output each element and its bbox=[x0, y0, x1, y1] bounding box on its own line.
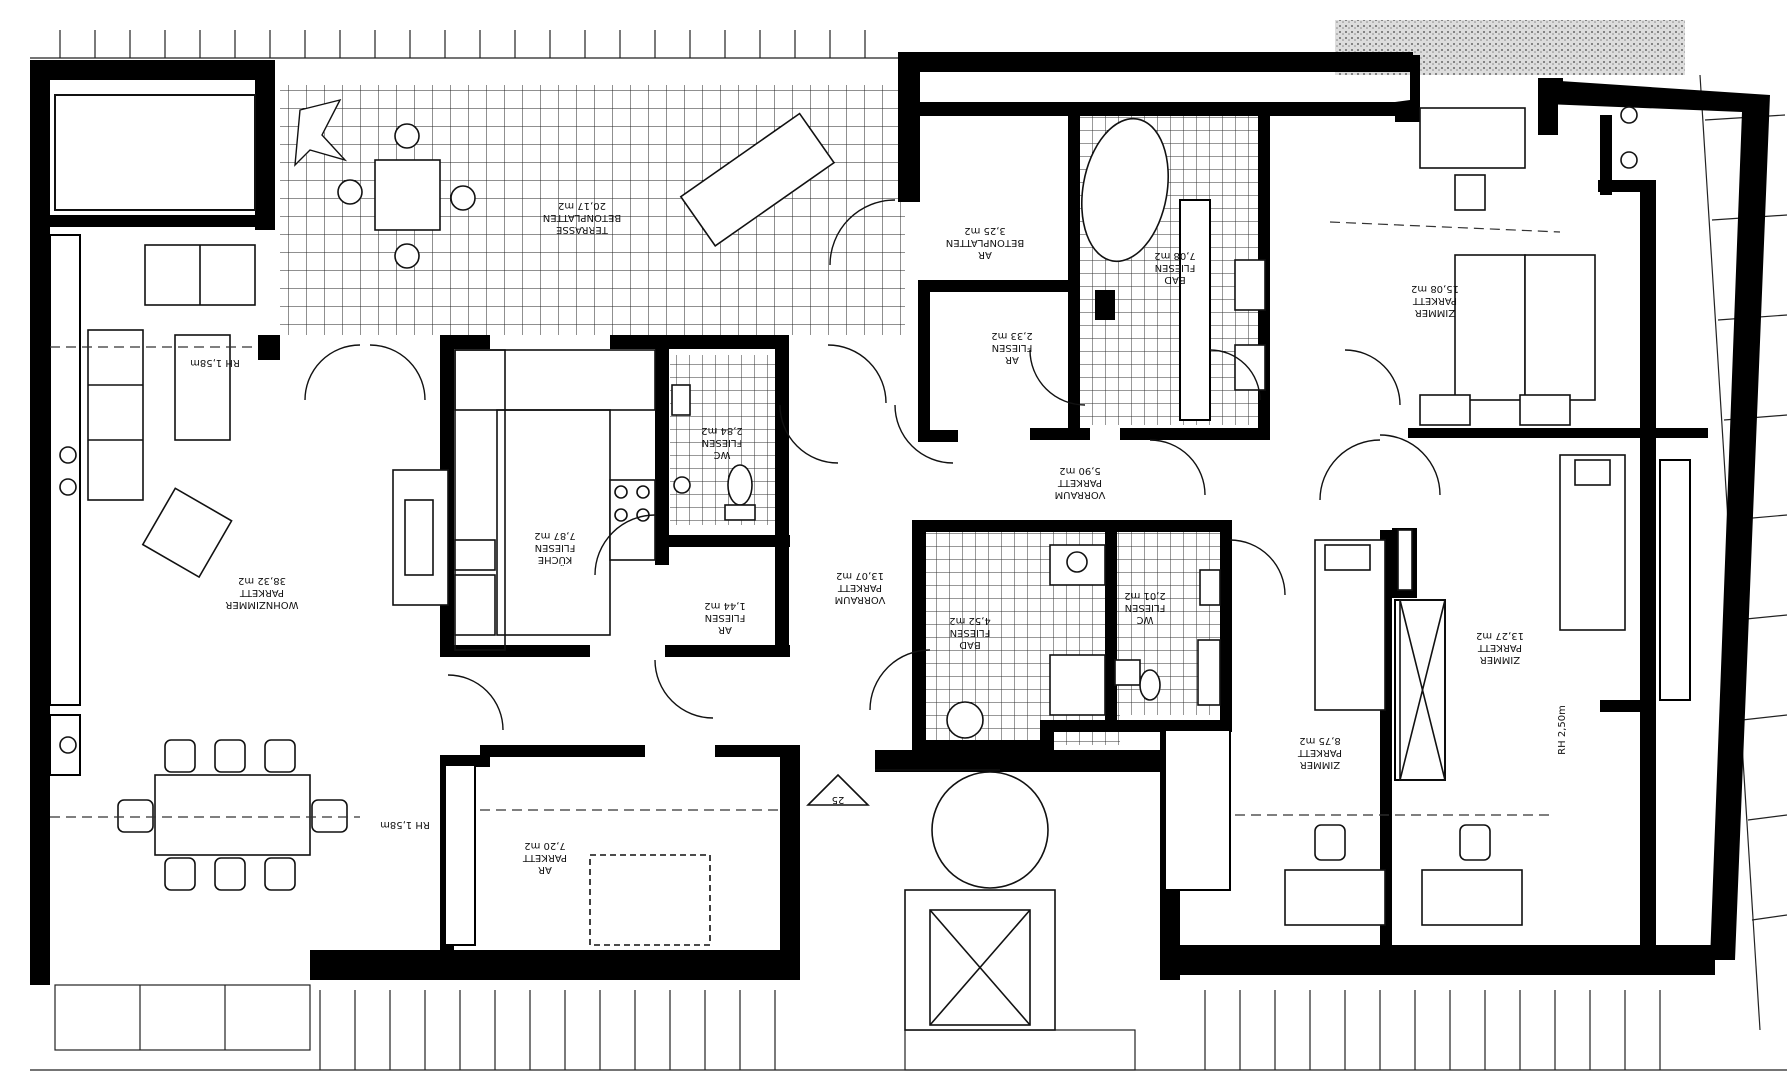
stair-mark: 25 bbox=[832, 794, 845, 805]
room-floor: PARKETT bbox=[1057, 477, 1102, 488]
label-ar-fliesen-small: AR FLIESEN 1,44 m2 bbox=[704, 600, 746, 635]
room-floor: FLIESEN bbox=[702, 437, 743, 448]
room-name: AR bbox=[1005, 354, 1019, 365]
room-area: 20,17 m2 bbox=[558, 200, 606, 211]
room-area: 2,84 m2 bbox=[701, 425, 743, 436]
room-floor: FLIESEN bbox=[950, 627, 991, 638]
door-swings bbox=[304, 199, 1441, 731]
height-rh-living: RH 1,58m bbox=[190, 357, 240, 368]
room-floor: BETONPLATTEN bbox=[543, 212, 621, 223]
room-name: BAD bbox=[1164, 274, 1186, 285]
exterior-ticks bbox=[30, 30, 1787, 1071]
room-floor: FLIESEN bbox=[1155, 262, 1196, 273]
room-area: 4,52 m2 bbox=[949, 615, 991, 626]
height-labels: RH 1,58m RH 1,58m RH 2,50m bbox=[190, 357, 1568, 830]
room-area: 7,08 m2 bbox=[1154, 250, 1196, 261]
room-labels: WOHNZIMMER PARKETT 38,32 m2 KÜCHE FLIESE… bbox=[225, 200, 1524, 875]
room-name: AR bbox=[978, 249, 992, 260]
dashed-lines bbox=[50, 221, 1561, 818]
room-floor: PARKETT bbox=[522, 852, 567, 863]
walls bbox=[30, 52, 1770, 985]
room-floor: PARKETT bbox=[1412, 295, 1457, 306]
label-zimmer-right: ZIMMER PARKETT 13,27 m2 bbox=[1476, 630, 1524, 665]
height-rh-dining: RH 1,58m bbox=[380, 819, 430, 830]
room-floor: PARKETT bbox=[1477, 642, 1522, 653]
label-ar-fliesen-mid: AR FLIESEN 2,33 m2 bbox=[991, 330, 1033, 365]
room-name: ZIMMER bbox=[1300, 759, 1340, 770]
room-area: 7,87 m2 bbox=[534, 530, 576, 541]
height-rh-right: RH 2,50m bbox=[1557, 705, 1568, 755]
label-kueche: KÜCHE FLIESEN 7,87 m2 bbox=[534, 530, 576, 567]
room-area: 2,33 m2 bbox=[991, 330, 1033, 341]
room-name: WC bbox=[1137, 614, 1154, 625]
label-ar-betonplatten: AR BETONPLATTEN 3,25 m2 bbox=[946, 225, 1024, 260]
room-area: 13,27 m2 bbox=[1476, 630, 1524, 641]
room-floor: PARKETT bbox=[1297, 747, 1342, 758]
label-wohnzimmer: WOHNZIMMER PARKETT 38,32 m2 bbox=[225, 575, 298, 610]
label-vorraum-main: VORRAUM PARKETT 13,07 m2 bbox=[835, 570, 886, 605]
room-area: 1,44 m2 bbox=[704, 600, 746, 611]
room-floor: PARKETT bbox=[837, 582, 882, 593]
room-floor: BETONPLATTEN bbox=[946, 237, 1024, 248]
room-floor: FLIESEN bbox=[1125, 602, 1166, 613]
room-area: 8,75 m2 bbox=[1299, 735, 1341, 746]
label-bad-mid: BAD FLIESEN 4,52 m2 bbox=[949, 615, 991, 650]
room-floor: FLIESEN bbox=[992, 342, 1033, 353]
room-name: BAD bbox=[959, 639, 981, 650]
room-name: VORRAUM bbox=[1055, 489, 1106, 500]
label-bad-top: BAD FLIESEN 7,08 m2 bbox=[1154, 250, 1196, 285]
furniture bbox=[54, 94, 1638, 1031]
label-terrasse: TERRASSE BETONPLATTEN 20,17 m2 bbox=[543, 200, 621, 235]
room-area: 38,32 m2 bbox=[238, 575, 286, 586]
room-area: 5,90 m2 bbox=[1059, 465, 1101, 476]
room-name: WC bbox=[714, 449, 731, 460]
label-ar-parkett: AR PARKETT 7,20 m2 bbox=[522, 840, 567, 875]
room-name: AR bbox=[538, 864, 552, 875]
room-name: ZIMMER bbox=[1415, 307, 1455, 318]
room-name: VORRAUM bbox=[835, 594, 886, 605]
room-floor: FLIESEN bbox=[535, 542, 576, 553]
label-zimmer-top: ZIMMER PARKETT 15,08 m2 bbox=[1411, 283, 1459, 318]
room-name: TERRASSE bbox=[556, 224, 609, 235]
room-area: 3,25 m2 bbox=[964, 225, 1006, 236]
label-wc-mid: WC FLIESEN 2,01 m2 bbox=[1124, 590, 1166, 625]
room-area: 7,20 m2 bbox=[524, 840, 566, 851]
label-vorraum-top: VORRAUM PARKETT 5,90 m2 bbox=[1055, 465, 1106, 500]
room-name: AR bbox=[718, 624, 732, 635]
label-wc-small: WC FLIESEN 2,84 m2 bbox=[701, 425, 743, 460]
wc-small-tiles bbox=[670, 355, 780, 525]
room-area: 13,07 m2 bbox=[836, 570, 884, 581]
windows bbox=[49, 199, 1691, 946]
room-area: 15,08 m2 bbox=[1411, 283, 1459, 294]
room-name: WOHNZIMMER bbox=[225, 599, 298, 610]
room-area: 2,01 m2 bbox=[1124, 590, 1166, 601]
room-name: ZIMMER bbox=[1480, 654, 1520, 665]
room-floor: PARKETT bbox=[239, 587, 284, 598]
label-zimmer-mid: ZIMMER PARKETT 8,75 m2 bbox=[1297, 735, 1342, 770]
room-floor: FLIESEN bbox=[705, 612, 746, 623]
room-name: KÜCHE bbox=[538, 554, 572, 567]
